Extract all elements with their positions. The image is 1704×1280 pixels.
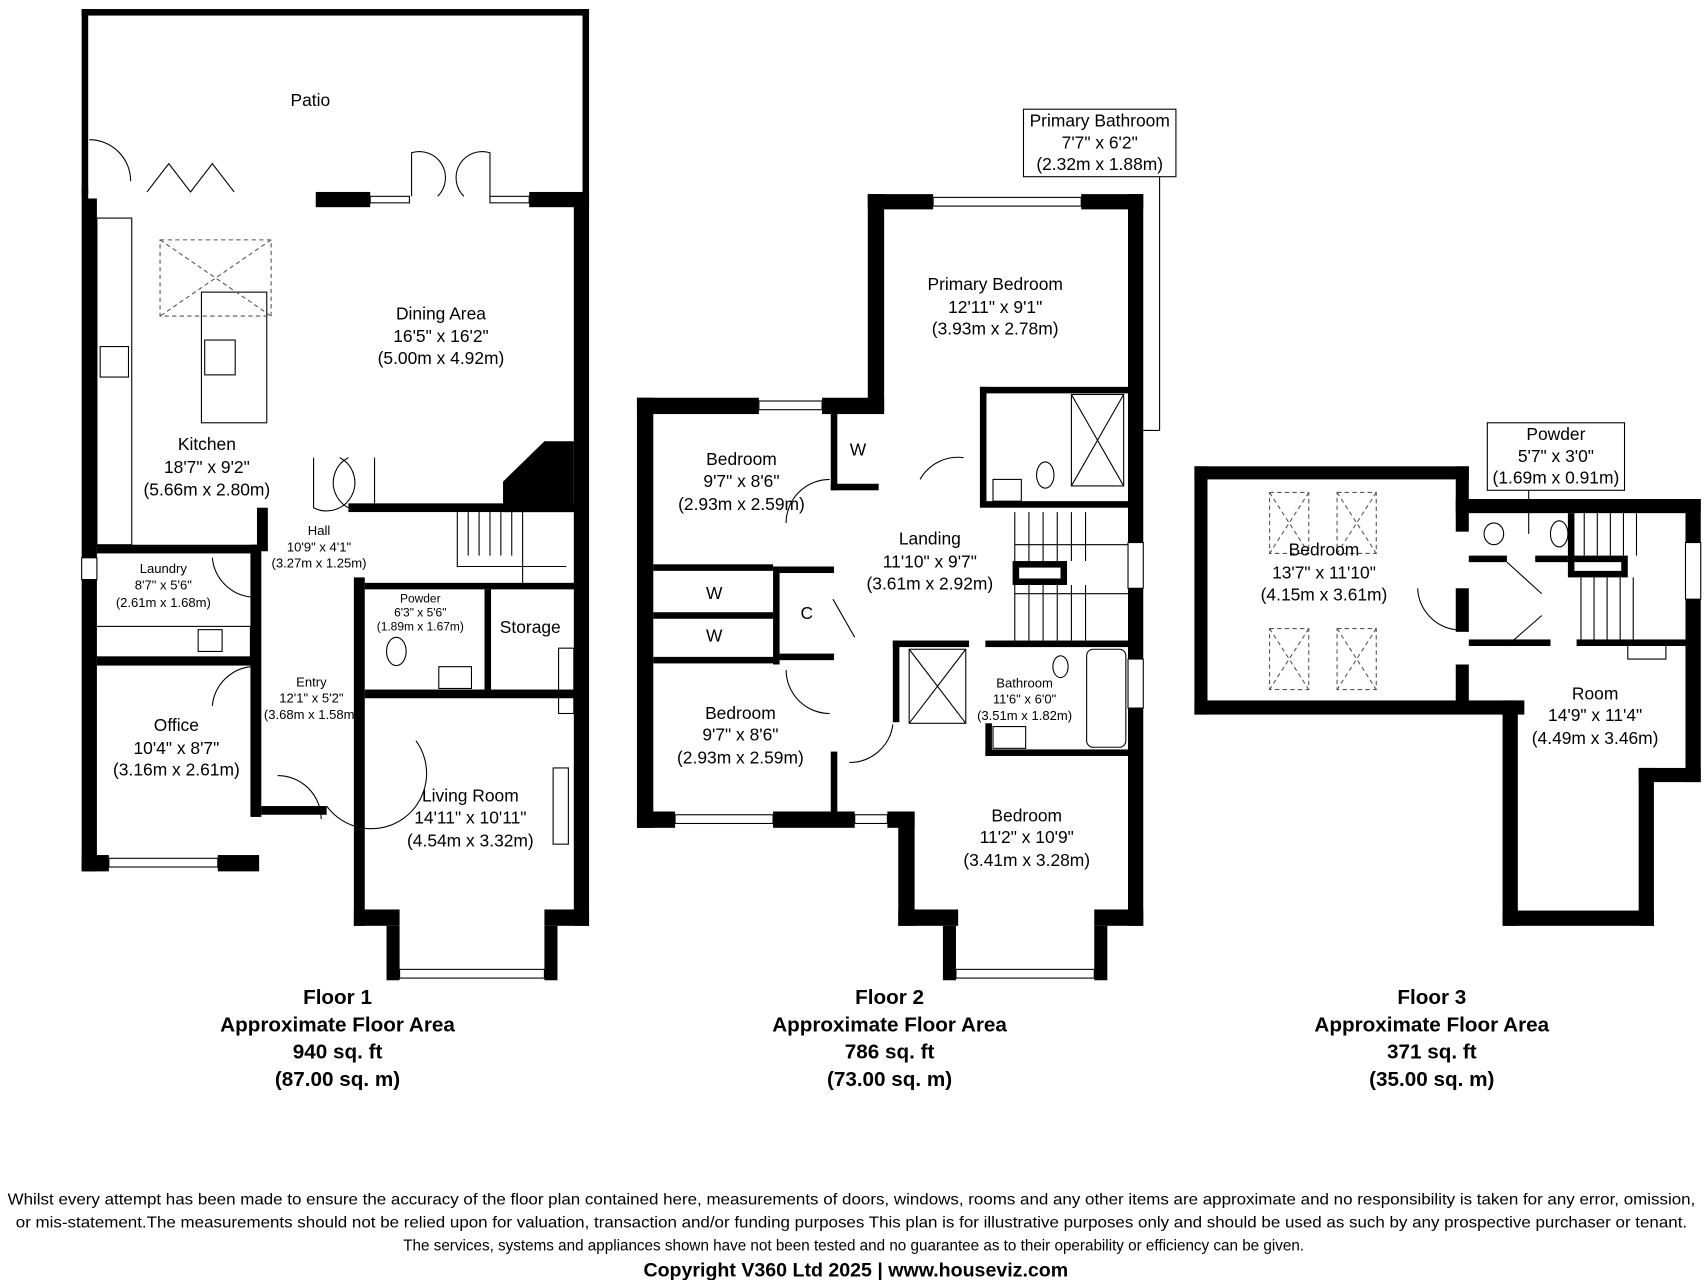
room-metric: (3.51m x 1.82m)	[977, 708, 1072, 723]
floor-area-sqm: (87.00 sq. m)	[275, 1068, 400, 1091]
disclaimer-line: Whilst every attempt has been made to en…	[8, 1192, 1696, 1209]
room-dims: 7'7" x 6'2"	[1062, 132, 1138, 152]
room-dims: 10'4" x 8'7"	[133, 738, 219, 758]
room-name: Powder	[400, 591, 441, 605]
room-name: Laundry	[140, 561, 188, 576]
floor-label: Floor 1	[303, 986, 372, 1009]
room-metric: (3.41m x 3.28m)	[963, 850, 1090, 870]
room-dims: 14'9" x 11'4"	[1548, 705, 1642, 725]
room-name: Entry	[296, 674, 327, 689]
room-dims: 16'5" x 16'2"	[393, 326, 488, 346]
room-dims: 9'7" x 8'6"	[702, 725, 778, 745]
floor-1-plan	[81, 9, 590, 981]
floor-area-sqm: (35.00 sq. m)	[1369, 1068, 1494, 1091]
floor-2-plan	[636, 108, 1177, 981]
room-metric: (3.16m x 2.61m)	[113, 760, 240, 780]
room-name: Room	[1572, 683, 1618, 703]
disclaimer-line: or mis-statement.The measurements should…	[16, 1214, 1687, 1231]
floor-area-sqft: 371 sq. ft	[1387, 1041, 1477, 1064]
room-metric: (3.93m x 2.78m)	[932, 319, 1059, 339]
room-dims: 12'1" x 5'2"	[279, 691, 344, 706]
room-dims: 11'2" x 10'9"	[980, 827, 1074, 847]
room-name: Kitchen	[178, 434, 236, 454]
floor-1-labels: Patio Dining Area 16'5" x 16'2" (5.00m x…	[113, 90, 561, 1091]
copyright: Copyright V360 Ltd 2025 | www.houseviz.c…	[643, 1259, 1068, 1280]
room-metric: (1.69m x 0.91m)	[1493, 468, 1620, 488]
floor-3-labels: Powder 5'7" x 3'0" (1.69m x 0.91m) Bedro…	[1261, 424, 1659, 1091]
room-metric: (2.32m x 1.88m)	[1036, 154, 1163, 174]
room-dims: 9'7" x 8'6"	[703, 471, 779, 491]
floor-label: Floor 2	[855, 986, 924, 1009]
room-metric: (3.27m x 1.25m)	[272, 556, 367, 571]
room-name: Office	[154, 715, 199, 735]
floor-3-plan	[1194, 422, 1702, 926]
floor-area-label: Approximate Floor Area	[772, 1013, 1007, 1036]
room-dims: 11'10" x 9'7"	[883, 552, 977, 572]
footer: Whilst every attempt has been made to en…	[8, 1192, 1696, 1280]
room-metric: (4.49m x 3.46m)	[1532, 728, 1659, 748]
room-name: Primary Bathroom	[1030, 111, 1170, 131]
floor-area-label: Approximate Floor Area	[1314, 1013, 1549, 1036]
closet-label: W	[706, 626, 723, 646]
room-metric: (4.54m x 3.32m)	[407, 830, 534, 850]
floor-label: Floor 3	[1397, 986, 1466, 1009]
room-dims: 11'6" x 6'0"	[993, 692, 1057, 707]
room-metric: (5.00m x 4.92m)	[378, 348, 505, 368]
floor-area-label: Approximate Floor Area	[220, 1013, 455, 1036]
room-name: Dining Area	[396, 303, 486, 323]
room-metric: (2.93m x 2.59m)	[678, 494, 805, 514]
room-name: Bedroom	[706, 449, 777, 469]
room-name: Bathroom	[996, 675, 1053, 690]
closet-label: W	[706, 583, 723, 603]
room-name: Bedroom	[705, 703, 776, 723]
room-name: Bedroom	[1289, 540, 1360, 560]
room-name: Powder	[1526, 424, 1585, 444]
floor-2-labels: Primary Bathroom 7'7" x 6'2" (2.32m x 1.…	[677, 111, 1170, 1091]
room-dims: 6'3" x 5'6"	[394, 606, 446, 620]
room-name: Living Room	[422, 786, 519, 806]
room-metric: (2.93m x 2.59m)	[677, 748, 804, 768]
floor-area-sqft: 940 sq. ft	[293, 1041, 383, 1064]
room-dims: 13'7" x 11'10"	[1272, 562, 1376, 582]
room-name: Hall	[308, 523, 331, 538]
room-name: Patio	[290, 90, 330, 110]
closet-label: W	[850, 439, 867, 459]
closet-label: C	[801, 603, 814, 623]
room-metric: (3.61m x 2.92m)	[866, 573, 993, 593]
room-name: Primary Bedroom	[927, 274, 1062, 294]
room-dims: 8'7" x 5'6"	[135, 577, 192, 592]
room-metric: (3.68m x 1.58m)	[264, 707, 359, 722]
room-metric: (1.89m x 1.67m)	[377, 620, 464, 634]
room-name: Bedroom	[991, 805, 1062, 825]
room-dims: 18'7" x 9'2"	[164, 457, 250, 477]
room-dims: 5'7" x 3'0"	[1518, 446, 1594, 466]
floor-area-sqft: 786 sq. ft	[845, 1041, 935, 1064]
room-name: Storage	[500, 617, 561, 637]
room-metric: (5.66m x 2.80m)	[144, 480, 271, 500]
room-name: Landing	[899, 529, 961, 549]
room-dims: 10'9" x 4'1"	[287, 539, 352, 554]
floor-area-sqm: (73.00 sq. m)	[827, 1068, 952, 1091]
room-metric: (4.15m x 3.61m)	[1261, 584, 1388, 604]
disclaimer-line: The services, systems and appliances sho…	[403, 1237, 1304, 1254]
room-metric: (2.61m x 1.68m)	[116, 595, 211, 610]
room-dims: 12'11" x 9'1"	[948, 297, 1042, 317]
room-dims: 14'11" x 10'11"	[414, 807, 526, 827]
